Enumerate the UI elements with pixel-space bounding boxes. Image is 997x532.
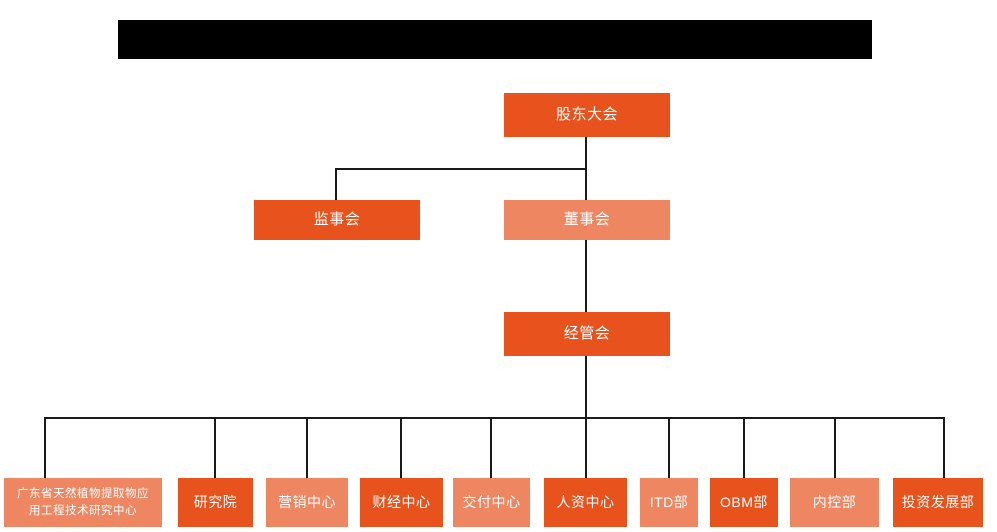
connector-line [306, 417, 308, 478]
connector-line [335, 168, 587, 170]
connector-line [943, 417, 945, 478]
connector-line [668, 417, 670, 478]
org-node-delivery-center[interactable]: 交付中心 [453, 478, 530, 527]
connector-line [335, 168, 337, 200]
connector-line [585, 240, 587, 312]
org-node-research-institute[interactable]: 研究院 [178, 478, 253, 527]
connector-line [214, 417, 216, 478]
connector-bus [44, 417, 943, 419]
connector-line [834, 417, 836, 478]
connector-line [743, 417, 745, 478]
connector-line [585, 356, 587, 418]
org-node-board-of-supervisors[interactable]: 监事会 [254, 200, 420, 240]
connector-line [585, 168, 587, 200]
org-node-shareholders-meeting[interactable]: 股东大会 [504, 93, 670, 137]
org-node-management-committee[interactable]: 经管会 [504, 312, 670, 356]
org-node-research-center[interactable]: 广东省天然植物提取物应 用工程技术研究中心 [4, 478, 162, 527]
org-node-marketing-center[interactable]: 营销中心 [266, 478, 348, 527]
connector-line [585, 417, 587, 478]
org-node-finance-center[interactable]: 财经中心 [360, 478, 443, 527]
org-node-internal-control-department[interactable]: 内控部 [790, 478, 879, 527]
redacted-title-bar [118, 20, 872, 59]
org-node-hr-center[interactable]: 人资中心 [544, 478, 627, 527]
org-node-board-of-directors[interactable]: 董事会 [504, 200, 670, 240]
org-node-itd-department[interactable]: ITD部 [640, 478, 698, 527]
connector-line [400, 417, 402, 478]
org-node-investment-development-department[interactable]: 投资发展部 [893, 478, 983, 527]
connector-line [44, 417, 46, 478]
connector-line [490, 417, 492, 478]
connector-line [585, 137, 587, 169]
org-node-obm-department[interactable]: OBM部 [710, 478, 778, 527]
org-node-label-line-1: 广东省天然植物提取物应 [17, 487, 149, 500]
org-node-label-line-2: 用工程技术研究中心 [29, 504, 137, 517]
